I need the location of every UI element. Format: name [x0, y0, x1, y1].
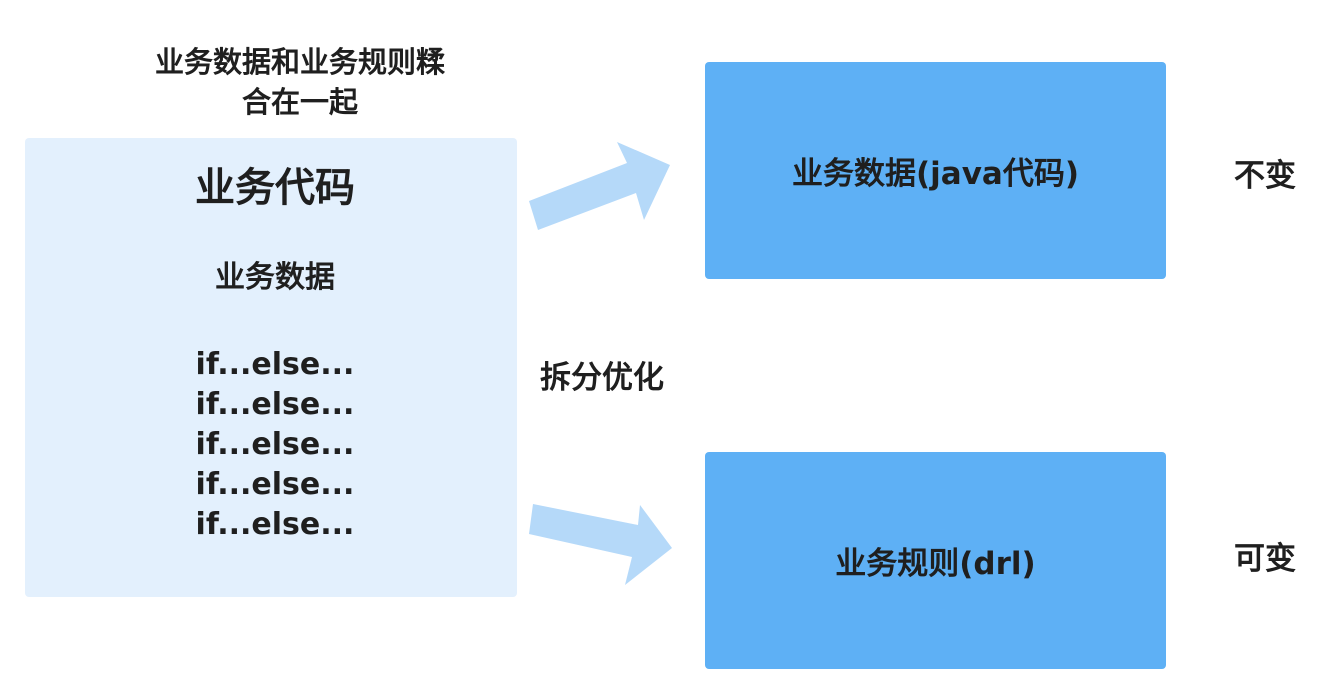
business-code-title: 业务代码 [195, 165, 355, 211]
split-optimize-label: 拆分优化 [540, 360, 664, 396]
business-rules-drl-label: 业务规则(drl) [835, 546, 1036, 582]
caption: 业务数据和业务规则糅 合在一起 [120, 42, 480, 122]
unchanged-label: 不变 [1234, 158, 1296, 194]
if-else-line: if...else... [195, 467, 355, 502]
if-else-line: if...else... [195, 427, 355, 462]
business-data-label: 业务数据 [215, 260, 335, 295]
arrow-up-right-icon [529, 142, 670, 230]
caption-line-1: 业务数据和业务规则糅 [154, 45, 445, 79]
if-else-line: if...else... [195, 387, 355, 422]
business-code-box [25, 138, 517, 597]
if-else-list: if...else... if...else... if...else... i… [25, 345, 525, 545]
business-data-java-label: 业务数据(java代码) [791, 156, 1079, 192]
business-data-java-box: 业务数据(java代码) [705, 62, 1166, 279]
business-rules-drl-box: 业务规则(drl) [705, 452, 1166, 669]
if-else-line: if...else... [195, 507, 355, 542]
caption-line-2: 合在一起 [241, 85, 358, 119]
changeable-label: 可变 [1234, 541, 1296, 577]
arrow-down-right-icon [529, 504, 672, 585]
if-else-line: if...else... [195, 347, 355, 382]
